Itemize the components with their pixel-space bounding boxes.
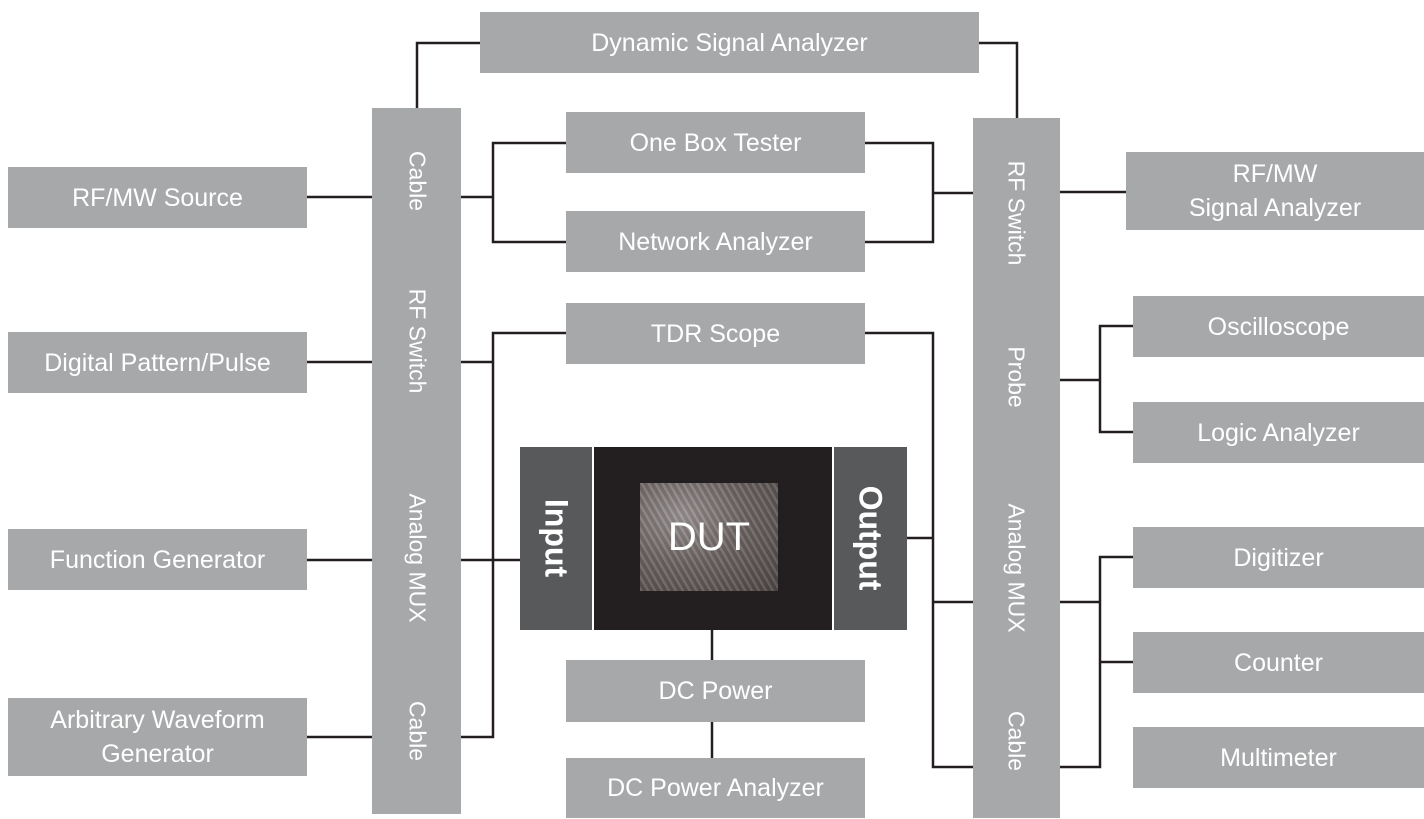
rf-mw-source-label: RF/MW Source <box>72 183 243 212</box>
logic-analyzer-box: Logic Analyzer <box>1133 402 1424 463</box>
arbitrary-waveform-generator-label-line1: Arbitrary Waveform <box>50 706 265 734</box>
dc-power-analyzer-label: DC Power Analyzer <box>607 774 824 802</box>
dc-power-analyzer-box: DC Power Analyzer <box>566 758 865 818</box>
one-box-tester-box: One Box Tester <box>566 112 865 173</box>
right-bar-label-analog-mux: Analog MUX <box>1003 503 1030 633</box>
rf-mw-signal-analyzer-label-line1: RF/MW <box>1232 160 1318 188</box>
rf-mw-signal-analyzer-box: RF/MW Signal Analyzer <box>1126 152 1424 230</box>
function-generator-label: Function Generator <box>49 545 266 574</box>
function-generator-box: Function Generator <box>8 529 307 590</box>
rf-mw-source-box: RF/MW Source <box>8 167 307 228</box>
dc-power-label: DC Power <box>658 677 773 705</box>
left-bar-label-cable-top: Cable <box>404 150 431 212</box>
digitizer-label: Digitizer <box>1233 543 1324 572</box>
network-analyzer-box: Network Analyzer <box>566 211 865 272</box>
left-switch-bar <box>372 108 461 814</box>
digital-pattern-pulse-label: Digital Pattern/Pulse <box>44 348 271 377</box>
tdr-scope-box: TDR Scope <box>566 303 865 364</box>
left-bar-label-cable-bottom: Cable <box>404 700 431 762</box>
counter-box: Counter <box>1133 632 1424 693</box>
output-port-label: Output <box>852 485 889 591</box>
oscilloscope-box: Oscilloscope <box>1133 296 1424 357</box>
logic-analyzer-label: Logic Analyzer <box>1197 418 1360 447</box>
digitizer-box: Digitizer <box>1133 527 1424 588</box>
input-port <box>520 447 592 630</box>
right-bar-label-probe: Probe <box>1003 346 1030 408</box>
right-bar-label-cable: Cable <box>1003 710 1030 772</box>
dut-chip: DUT <box>640 483 778 591</box>
dut-label: DUT <box>667 514 751 559</box>
multimeter-box: Multimeter <box>1133 727 1424 788</box>
right-switch-bar <box>973 118 1060 818</box>
input-port-label: Input <box>538 498 575 578</box>
oscilloscope-label: Oscilloscope <box>1207 312 1350 341</box>
dynamic-signal-analyzer-label: Dynamic Signal Analyzer <box>591 28 868 57</box>
left-bar-label-rf-switch: RF Switch <box>404 288 431 394</box>
counter-label: Counter <box>1234 648 1323 677</box>
output-port <box>834 447 907 630</box>
multimeter-label: Multimeter <box>1220 743 1337 772</box>
tdr-scope-label: TDR Scope <box>650 319 781 348</box>
dc-power-box: DC Power <box>566 660 865 722</box>
arbitrary-waveform-generator-label-line2: Generator <box>101 740 214 768</box>
network-analyzer-label: Network Analyzer <box>618 227 813 256</box>
left-bar-label-analog-mux: Analog MUX <box>404 493 431 623</box>
right-bar-label-rf-switch: RF Switch <box>1003 160 1030 266</box>
arbitrary-waveform-generator-box: Arbitrary Waveform Generator <box>8 698 307 776</box>
one-box-tester-label: One Box Tester <box>629 128 802 157</box>
digital-pattern-pulse-box: Digital Pattern/Pulse <box>8 332 307 393</box>
rf-mw-signal-analyzer-label-line2: Signal Analyzer <box>1188 194 1362 222</box>
dynamic-signal-analyzer-box: Dynamic Signal Analyzer <box>480 12 979 73</box>
